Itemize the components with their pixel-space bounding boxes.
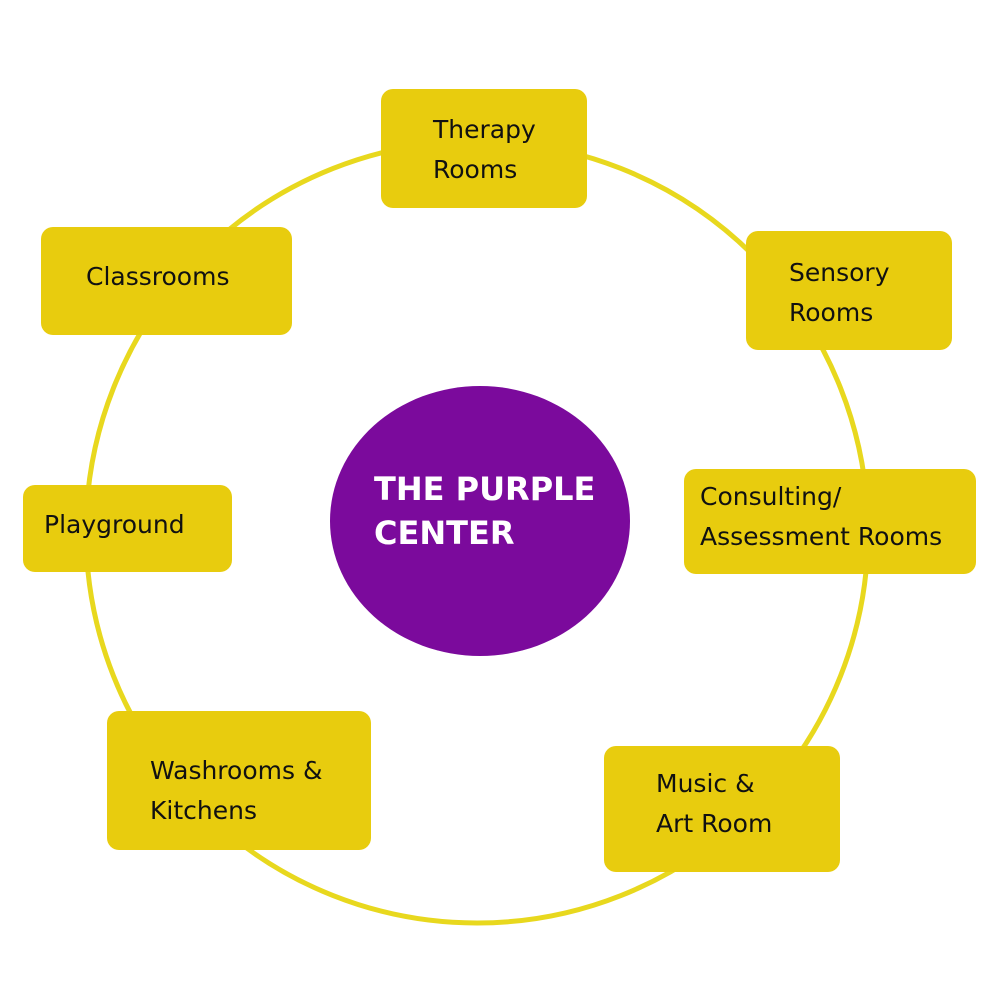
node-playground-label: Playground: [44, 510, 185, 539]
node-sensory-rooms: Sensory Rooms: [746, 231, 952, 350]
node-music-art-room: Music & Art Room: [604, 746, 840, 872]
center-hub-circle: [330, 386, 630, 656]
center-hub-label: THE PURPLE CENTER: [374, 470, 596, 552]
node-sensory-rooms-label: Sensory Rooms: [789, 258, 890, 327]
node-playground: Playground: [23, 485, 232, 572]
node-music-art-room-label: Music & Art Room: [656, 769, 773, 838]
node-consulting-assessment-rooms: Consulting/ Assessment Rooms: [684, 469, 976, 574]
node-classrooms-label: Classrooms: [86, 262, 230, 291]
node-washrooms-kitchens: Washrooms & Kitchens: [107, 711, 371, 850]
node-classrooms: Classrooms: [41, 227, 292, 335]
node-consulting-assessment-rooms-label: Consulting/ Assessment Rooms: [700, 482, 943, 551]
node-therapy-rooms: Therapy Rooms: [381, 89, 587, 208]
node-therapy-rooms-label: Therapy Rooms: [433, 115, 536, 184]
node-washrooms-kitchens-label: Washrooms & Kitchens: [150, 756, 323, 825]
